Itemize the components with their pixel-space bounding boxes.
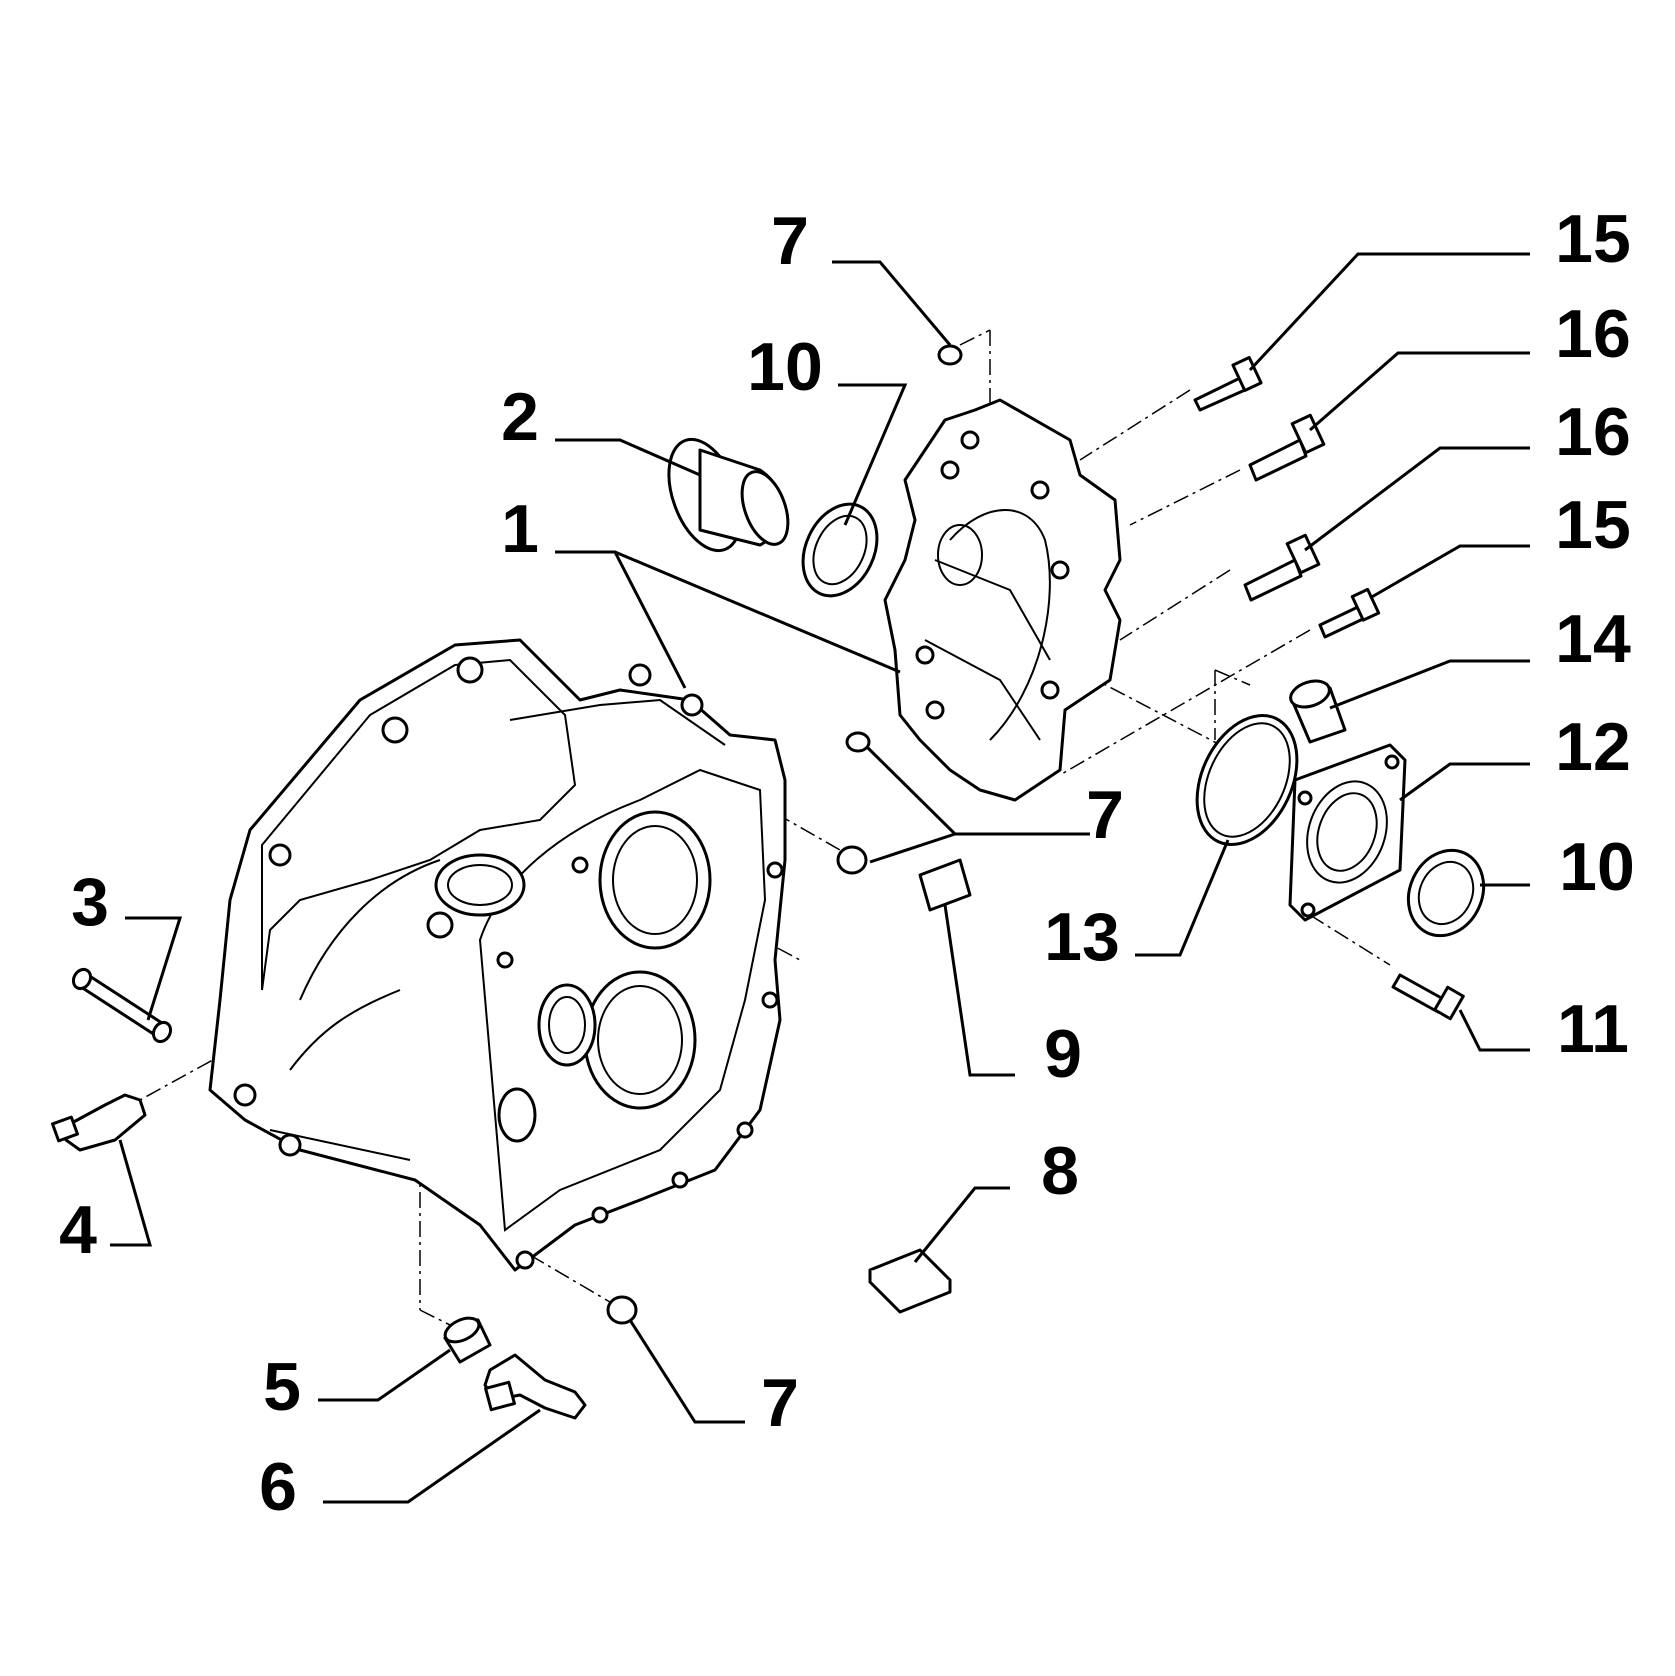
seal-ring-part-lower — [1406, 848, 1486, 938]
callout-3: 3 — [71, 864, 109, 940]
gearbox-housing-part — [208, 638, 787, 1272]
callout-11: 11 — [1557, 991, 1629, 1067]
bushing-part — [1289, 679, 1347, 744]
rear-cover-part — [883, 398, 1122, 802]
callout-15-top: 15 — [1555, 201, 1631, 277]
callout-12: 12 — [1555, 709, 1631, 785]
callout-10-lower: 10 — [1559, 829, 1635, 905]
callout-2: 2 — [501, 379, 539, 455]
sensor-part — [51, 1093, 147, 1152]
plate-part-8 — [868, 1248, 952, 1314]
callout-6: 6 — [259, 1449, 297, 1525]
callout-16-middle: 16 — [1555, 394, 1631, 470]
callout-5: 5 — [263, 1349, 301, 1425]
bearing-flange-part — [1288, 743, 1407, 922]
o-ring-part — [1195, 714, 1299, 846]
callout-9: 9 — [1044, 1016, 1082, 1092]
callout-4: 4 — [59, 1192, 97, 1268]
callout-8: 8 — [1041, 1133, 1079, 1209]
callout-16-top: 16 — [1555, 296, 1631, 372]
plug-part — [443, 1316, 492, 1364]
callout-7-middle: 7 — [1086, 777, 1124, 853]
bolt-parts — [1193, 356, 1465, 1021]
switch-part — [483, 1353, 587, 1420]
callout-7-top: 7 — [771, 203, 809, 279]
callout-15-middle: 15 — [1555, 487, 1631, 563]
dowel-pin-parts — [606, 344, 963, 1325]
callout-7-bottom: 7 — [761, 1365, 799, 1441]
plate-part-9 — [918, 858, 972, 912]
callout-14: 14 — [1555, 601, 1631, 677]
stud-part — [71, 967, 173, 1044]
callout-numbers: 7 15 16 10 2 16 1 15 14 12 7 10 3 13 9 1… — [59, 201, 1635, 1525]
callout-13: 13 — [1044, 899, 1120, 975]
leader-lines — [110, 252, 1530, 1504]
callout-1: 1 — [501, 491, 539, 567]
callout-10-upper: 10 — [747, 329, 823, 405]
bearing-sleeve-part — [667, 437, 790, 553]
seal-ring-part-upper — [801, 502, 879, 598]
